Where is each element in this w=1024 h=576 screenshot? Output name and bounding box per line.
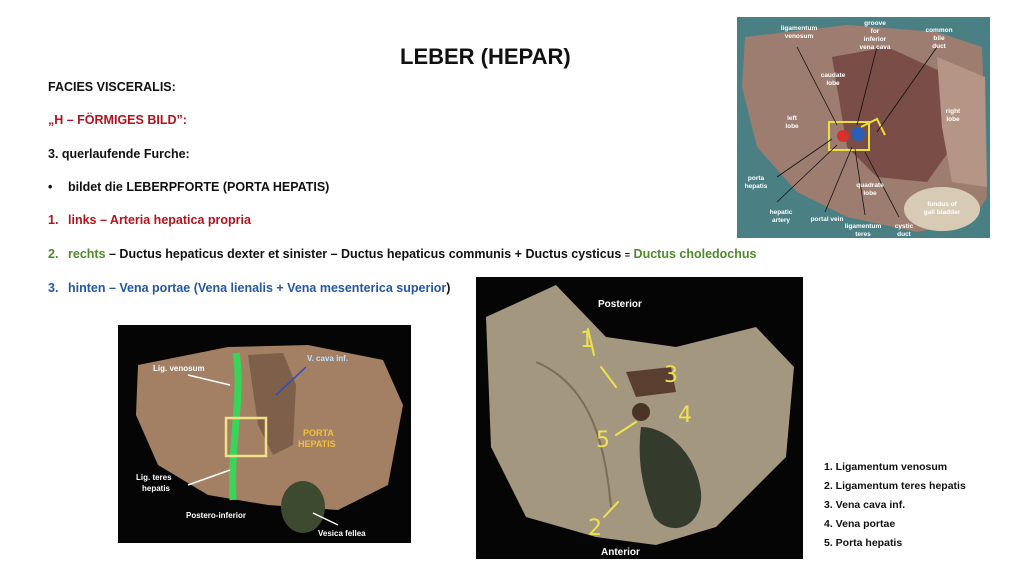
item2-equals: =	[624, 250, 631, 260]
label-cystic-1: cystic	[895, 223, 914, 230]
liver-photo-postero-inferior: Lig. venosum V. cava inf. PORTA HEPATIS …	[118, 325, 411, 543]
marker-4: 4	[678, 403, 692, 428]
bullet-porta-hepatis: • bildet die LEBERPFORTE (PORTA HEPATIS)	[48, 180, 329, 194]
label-teres-1: ligamentum	[845, 223, 882, 230]
label-cbd-1: common	[925, 27, 952, 34]
label-portal-vein: portal vein	[811, 216, 844, 223]
furche-heading: 3. querlaufende Furche:	[48, 147, 190, 161]
marker-5: 5	[596, 428, 610, 453]
label-lig-venosum-2: venosum	[785, 33, 814, 40]
label-groove-4: vena cava	[859, 44, 890, 51]
item3-number: 3.	[48, 281, 59, 295]
bullet-marker: •	[48, 180, 53, 194]
label-lig-venosum-1: ligamentum	[781, 25, 818, 32]
label-lig-teres-2: hepatis	[142, 484, 171, 493]
slide-title: LEBER (HEPAR)	[400, 44, 571, 69]
label-hepatic-2: artery	[772, 217, 790, 224]
label-lig-teres-1: Lig. teres	[136, 473, 172, 482]
liver-photo-top: ligamentum venosum groove for inferior v…	[737, 17, 990, 238]
label-cbd-3: duct	[932, 43, 947, 50]
marker-3: 3	[664, 363, 678, 388]
label-porta-2: hepatis	[745, 183, 768, 190]
item1-text: links – Arteria hepatica propria	[68, 213, 251, 227]
label-cystic-2: duct	[897, 231, 912, 238]
marker-2: 2	[588, 516, 602, 541]
list-item-1: 1. links – Arteria hepatica propria	[48, 213, 251, 227]
legend-item-3: 3. Vena cava inf.	[824, 499, 906, 511]
label-right-1: right	[946, 108, 961, 115]
label-fundus-1: fundus of	[927, 201, 957, 208]
h-bild-heading: „H – FÖRMIGES BILD”:	[48, 113, 187, 127]
item2-number: 2.	[48, 247, 59, 261]
label-right-2: lobe	[946, 116, 960, 123]
marker-1: 1	[580, 328, 594, 353]
legend-item-4: 4. Vena portae	[824, 518, 896, 530]
label-porta: PORTA	[303, 428, 334, 438]
label-caudate-2: lobe	[826, 80, 840, 87]
legend-item-5: 5. Porta hepatis	[824, 537, 903, 549]
label-vesica-fellea: Vesica fellea	[318, 529, 366, 538]
item3-close: )	[446, 281, 451, 295]
list-item-2: 2. rechts – Ductus hepaticus dexter et si…	[48, 247, 756, 261]
label-left-2: lobe	[785, 123, 799, 130]
label-quadrate-1: quadrate	[856, 182, 884, 189]
label-teres-2: teres	[855, 231, 871, 238]
label-cbd-2: bile	[933, 35, 945, 42]
label-hepatis: HEPATIS	[298, 439, 336, 449]
item3-venen: Vena lienalis + Vena mesenterica superio…	[197, 281, 447, 295]
label-hepatic-1: hepatic	[770, 209, 793, 216]
label-groove-3: inferior	[864, 36, 887, 43]
label-porta-1: porta	[748, 175, 765, 182]
item3-hinten: hinten – Vena portae (	[68, 281, 198, 295]
item2-choledochus: Ductus choledochus	[630, 247, 757, 261]
legend-item-1: 1. Ligamentum venosum	[824, 461, 948, 473]
facies-heading: FACIES VISCERALIS:	[48, 80, 176, 94]
label-left-1: left	[787, 115, 798, 122]
legend-item-2: 2. Ligamentum teres hepatis	[824, 480, 966, 492]
label-groove-1: groove	[864, 20, 886, 27]
item1-number: 1.	[48, 213, 59, 227]
bullet-text: bildet die LEBERPFORTE (PORTA HEPATIS)	[68, 180, 330, 194]
label-v-cava-inf: V. cava inf.	[307, 354, 348, 363]
list-item-3: 3. hinten – Vena portae (Vena lienalis + …	[48, 281, 450, 295]
label-quadrate-2: lobe	[863, 190, 877, 197]
item2-rechts: rechts	[68, 247, 106, 261]
item2-ductus: – Ductus hepaticus dexter et sinister – …	[105, 247, 625, 261]
label-anterior: Anterior	[601, 547, 640, 558]
label-lig-venosum: Lig. venosum	[153, 364, 205, 373]
label-posterior: Posterior	[598, 299, 642, 310]
label-caudate-1: caudate	[821, 72, 846, 79]
liver-photo-posterior-anterior: Posterior Anterior 1 3 4 5 2	[476, 277, 803, 559]
label-groove-2: for	[871, 28, 880, 35]
label-postero-inferior: Postero-inferior	[186, 511, 246, 520]
label-fundus-2: gall bladder	[924, 209, 961, 216]
